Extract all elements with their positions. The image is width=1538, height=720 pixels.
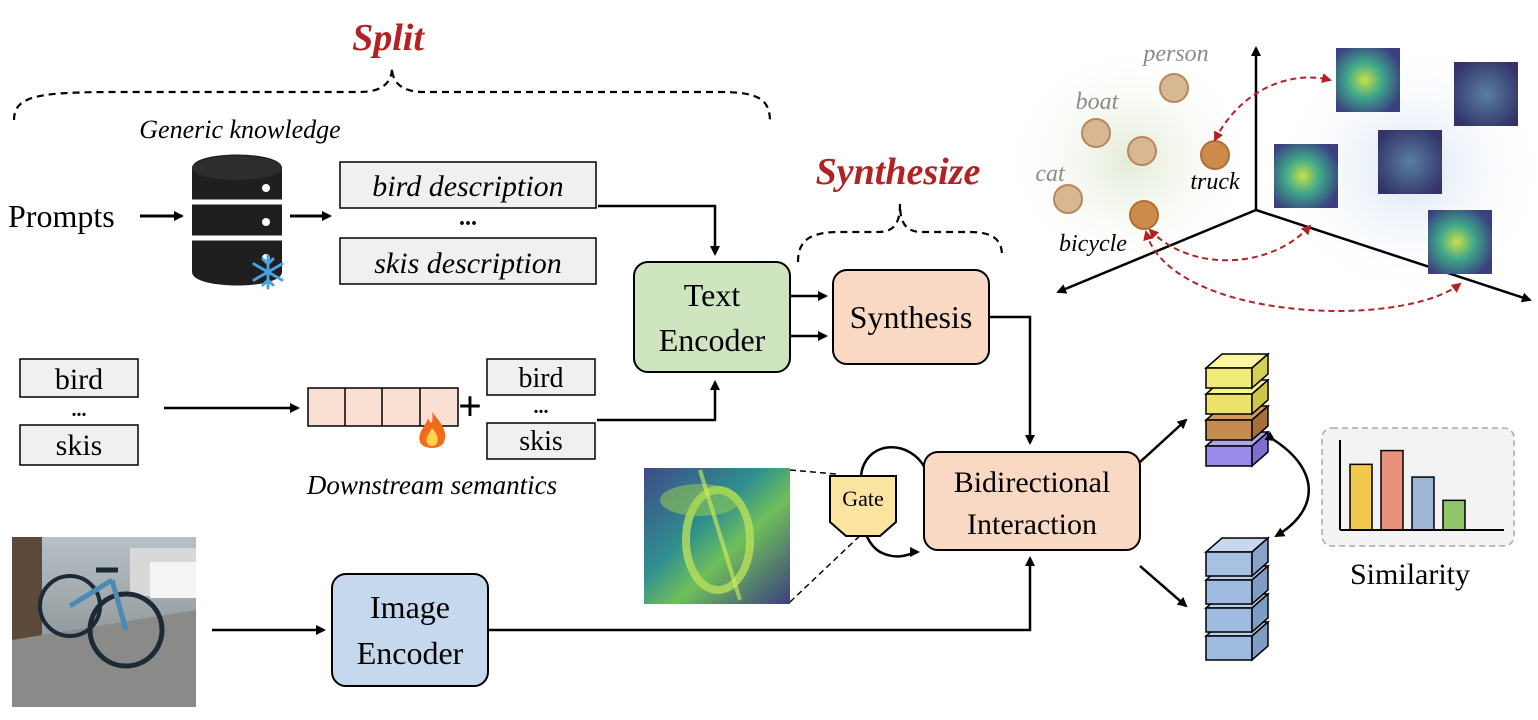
- plus-sign: +: [458, 384, 482, 430]
- similarity-bar-2: [1380, 449, 1404, 531]
- class2-bird-box: [486, 358, 596, 396]
- bidirectional-interaction-box: [923, 451, 1141, 551]
- image-encoder-line2: Encoder: [357, 635, 464, 671]
- bidirectional-line1: Bidirectional: [954, 466, 1111, 499]
- interaction-to-text-features-arrow: [1139, 418, 1188, 463]
- prompts-label: Prompts: [8, 198, 115, 234]
- description-to-text-encoder-arrow: [598, 204, 720, 256]
- image-feature-stack: [1204, 536, 1270, 662]
- gate-label: Gate: [842, 486, 884, 511]
- bicycle-alignment-arrow-2: [1143, 230, 1462, 312]
- embedding-point-truck: [1200, 140, 1230, 170]
- input-photo-bicycle: [12, 537, 196, 707]
- embedding-point-cat: [1053, 184, 1083, 214]
- embedding-point-middle: [1127, 136, 1157, 166]
- description-ellipsis: ...: [459, 205, 477, 231]
- skis-description-text: skis description: [374, 247, 562, 280]
- gate-box: [829, 475, 897, 537]
- class2-skis-box: [486, 422, 596, 460]
- embedding-label-truck: truck: [1190, 169, 1240, 195]
- image-encoder-to-interaction-arrow: [488, 556, 1035, 632]
- text-encoder-line2: Encoder: [659, 322, 766, 358]
- heatmap-dashed-bottom: [789, 529, 867, 603]
- class-bird-box: [19, 358, 139, 398]
- embedding-label-bicycle: bicycle: [1059, 231, 1127, 257]
- bird-description-text: bird description: [372, 170, 563, 203]
- embedding-point-boat: [1081, 118, 1111, 148]
- stack-similarity-double-arrow: [1264, 431, 1310, 538]
- class-bird-text: bird: [55, 363, 103, 396]
- embedding-label-cat: cat: [1035, 161, 1066, 187]
- heatmap-dashed-top: [789, 469, 837, 475]
- text-feature-stack: [1204, 352, 1270, 468]
- truck-alignment-arrow: [1214, 73, 1332, 142]
- similarity-bar-1: [1349, 463, 1373, 531]
- bird-description-box: [339, 161, 597, 209]
- synthesize-title: Synthesize: [816, 151, 981, 193]
- fire-icon: [419, 412, 446, 448]
- text-encoder-box: [633, 261, 791, 373]
- class2-ellipsis: ...: [534, 396, 549, 418]
- class-ellipsis: ...: [72, 399, 87, 421]
- embedding-point-person: [1159, 73, 1189, 103]
- similarity-label: Similarity: [1350, 558, 1470, 591]
- bidirectional-line2: Interaction: [967, 508, 1097, 541]
- embedding-label-boat: boat: [1076, 89, 1120, 115]
- similarity-bar-3: [1411, 476, 1435, 531]
- class2-bird-text: bird: [518, 363, 563, 394]
- split-brace: [12, 67, 772, 123]
- image-encoder-line1: Image: [370, 589, 450, 625]
- learnable-prompt-tokens: [307, 387, 459, 427]
- synthesize-brace: [796, 203, 1004, 263]
- interaction-to-image-features-arrow: [1139, 565, 1188, 608]
- downstream-semantics-label: Downstream semantics: [306, 470, 557, 500]
- generic-knowledge-label: Generic knowledge: [139, 115, 340, 144]
- database-icon: [192, 154, 282, 286]
- class2-skis-text: skis: [519, 426, 563, 457]
- class-skis-box: [19, 424, 139, 466]
- class-skis-text: skis: [56, 429, 103, 462]
- snowflake-icon: [252, 254, 284, 290]
- similarity-bar-4: [1442, 499, 1466, 531]
- text-encoder-line1: Text: [684, 277, 741, 313]
- similarity-bars: [1349, 449, 1466, 531]
- semantics-to-text-encoder-arrow: [597, 380, 720, 422]
- synthesis-box: [832, 269, 990, 365]
- embedding-label-person: person: [1141, 41, 1208, 67]
- embedding-point-bicycle: [1129, 200, 1159, 230]
- synthesis-label: Synthesis: [850, 299, 973, 335]
- synthesis-to-interaction-arrow: [990, 315, 1035, 445]
- attention-heatmap-image: [644, 468, 790, 604]
- split-title: Split: [352, 17, 425, 59]
- skis-description-box: [339, 237, 597, 285]
